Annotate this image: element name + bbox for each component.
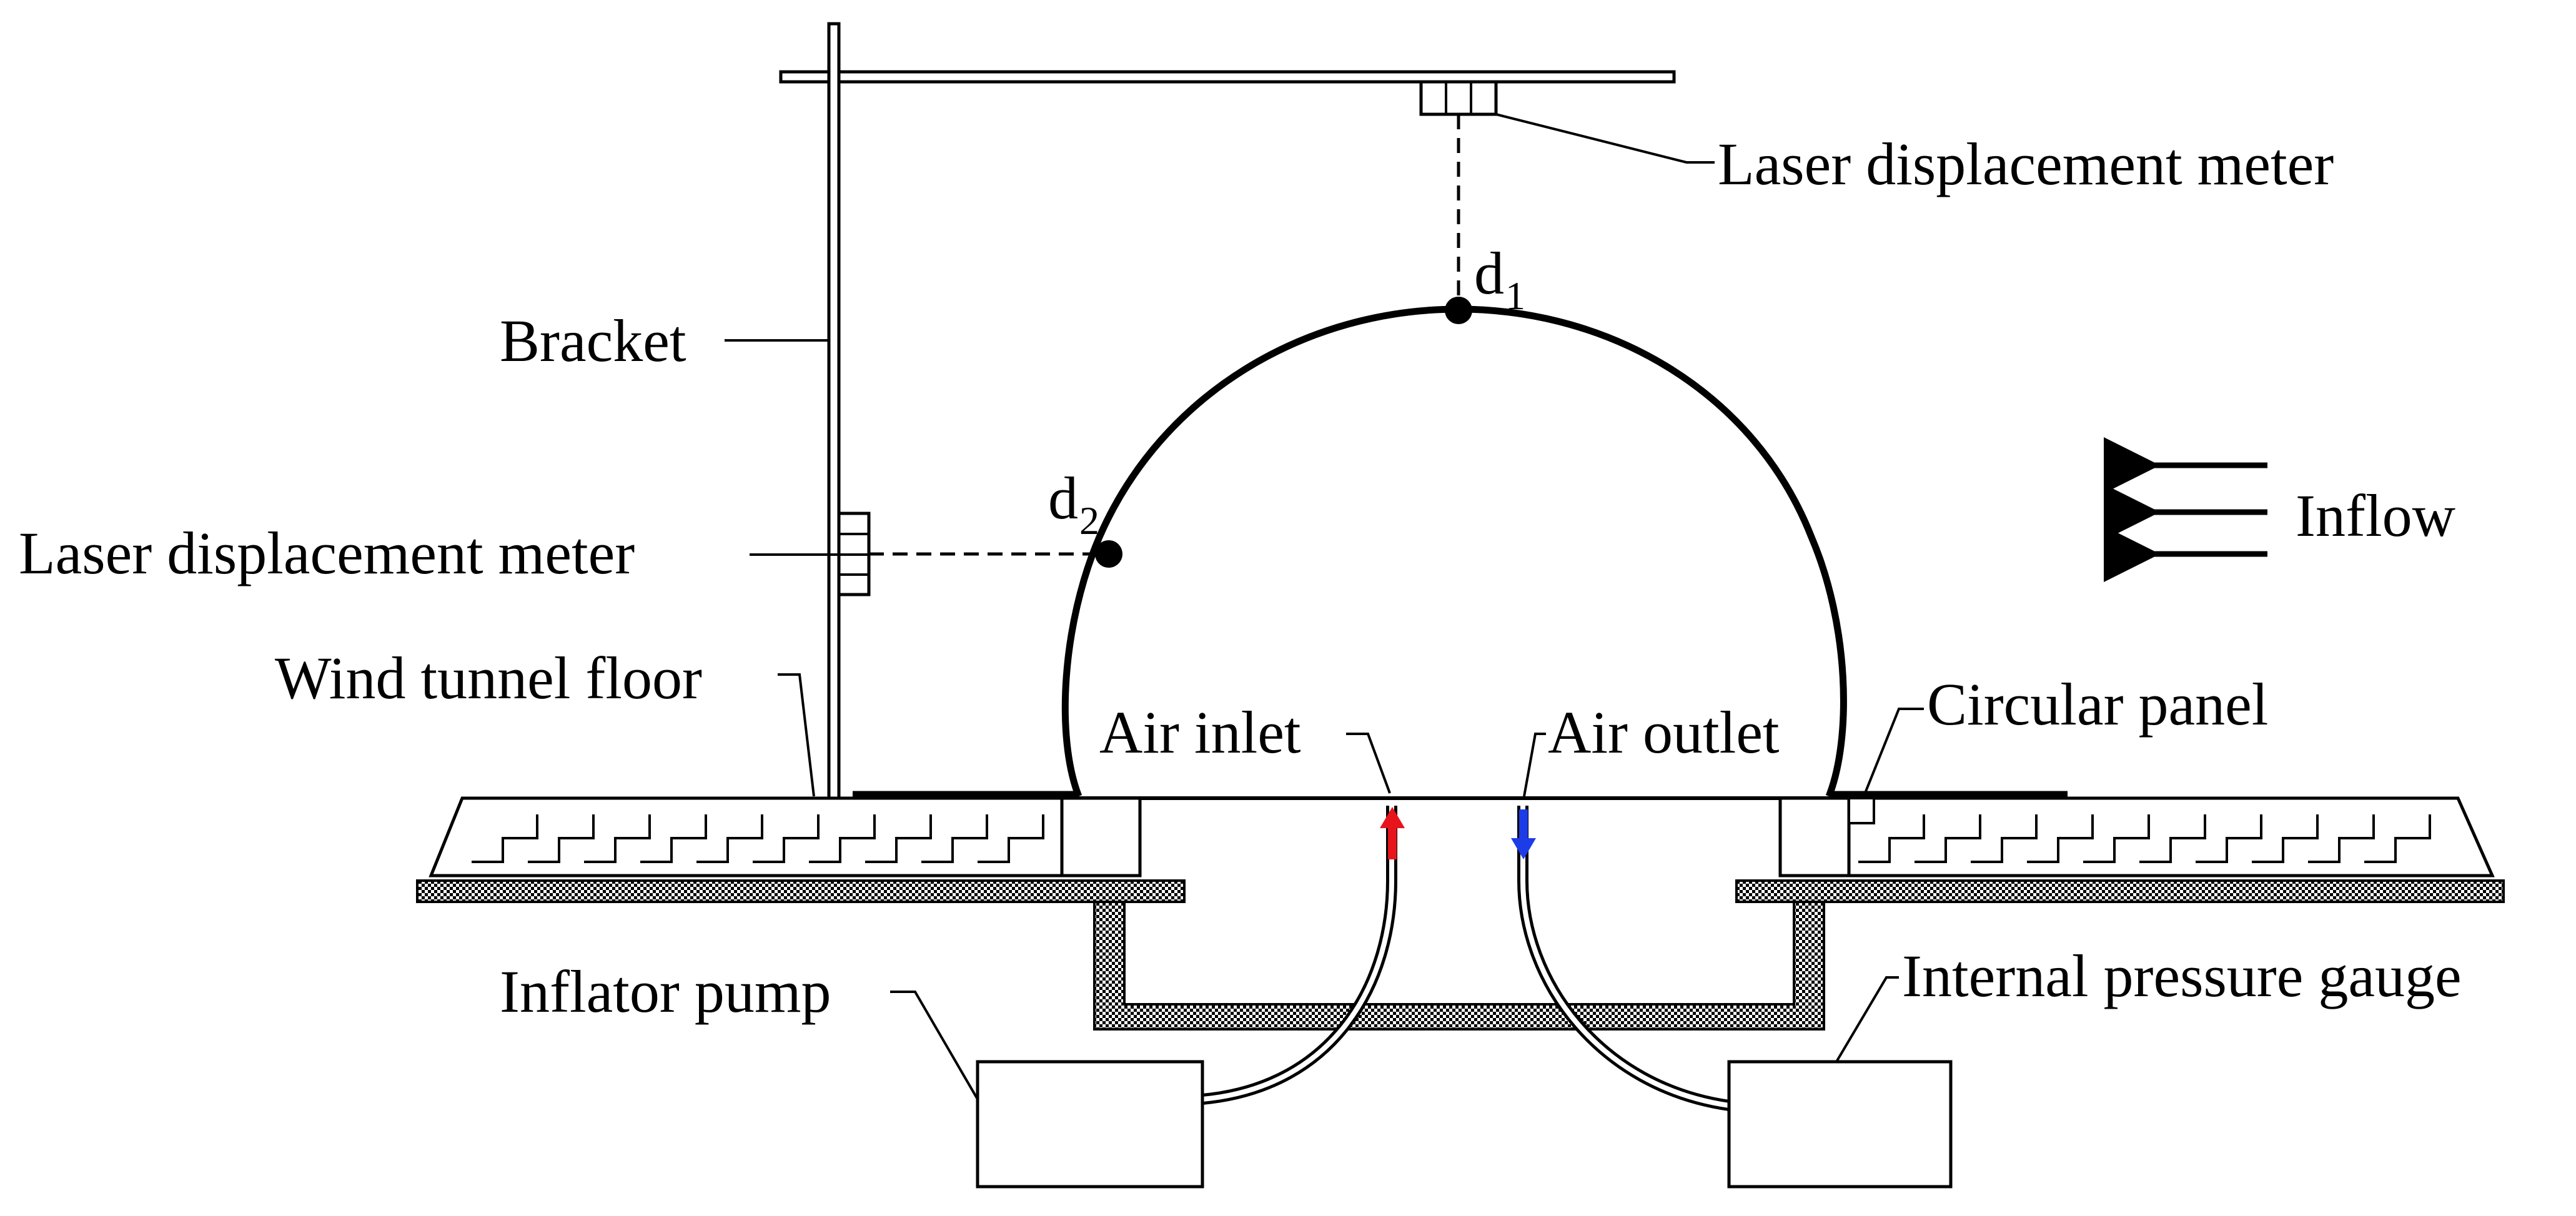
panel-block-right xyxy=(1778,796,1851,877)
leader-pressure-gauge xyxy=(1835,976,1899,1063)
point-d1 xyxy=(1445,297,1472,324)
panel-clip-right xyxy=(1848,797,1875,824)
leader-floor xyxy=(778,673,815,797)
base-plate-right xyxy=(1735,879,2505,903)
label-laser-side: Laser displacement meter xyxy=(19,520,635,586)
bracket-pole xyxy=(827,22,841,800)
leader-inflator-pump xyxy=(890,991,979,1100)
air-inlet-tube xyxy=(1202,806,1397,1105)
laser-meter-side xyxy=(837,512,871,596)
pressure-gauge-box xyxy=(1727,1060,1953,1189)
leader-circular-panel xyxy=(1863,708,1924,795)
top-bar xyxy=(779,70,1676,84)
label-inflator-pump: Inflator pump xyxy=(500,958,831,1025)
label-inflow: Inflow xyxy=(2296,482,2455,549)
label-wind-tunnel-floor: Wind tunnel floor xyxy=(275,645,702,711)
point-d2 xyxy=(1095,540,1122,568)
label-d1: d xyxy=(1474,240,1504,307)
label-air-inlet: Air inlet xyxy=(1099,699,1301,766)
label-air-outlet: Air outlet xyxy=(1548,699,1780,766)
air-inlet-arrow xyxy=(1380,807,1405,859)
label-laser-top: Laser displacement meter xyxy=(1718,131,2334,197)
inflow-arrows xyxy=(2104,437,2267,582)
floor-right xyxy=(1847,796,2495,877)
leader-air-outlet xyxy=(1523,733,1546,797)
label-d2-sub: 2 xyxy=(1079,498,1099,543)
base-plate-left xyxy=(416,879,1186,903)
label-d2: d xyxy=(1048,465,1078,531)
label-d1-sub: 1 xyxy=(1505,274,1525,318)
leader-laser-top xyxy=(1495,113,1715,164)
air-outlet-tube-inner xyxy=(1520,806,1730,1108)
label-circular-panel: Circular panel xyxy=(1927,671,2268,738)
inflator-pump-box xyxy=(976,1060,1204,1189)
label-pressure-gauge: Internal pressure gauge xyxy=(1902,942,2462,1009)
air-outlet-arrow xyxy=(1511,809,1536,859)
air-inlet-tube-inner xyxy=(1202,806,1394,1102)
air-outlet-tube xyxy=(1517,806,1730,1111)
label-bracket: Bracket xyxy=(500,307,686,374)
leader-air-inlet xyxy=(1346,733,1391,794)
under-frame xyxy=(1093,901,1825,1031)
panel-block-left xyxy=(1060,796,1142,877)
laser-meter-top xyxy=(1419,80,1498,116)
floor-left xyxy=(429,796,1064,877)
